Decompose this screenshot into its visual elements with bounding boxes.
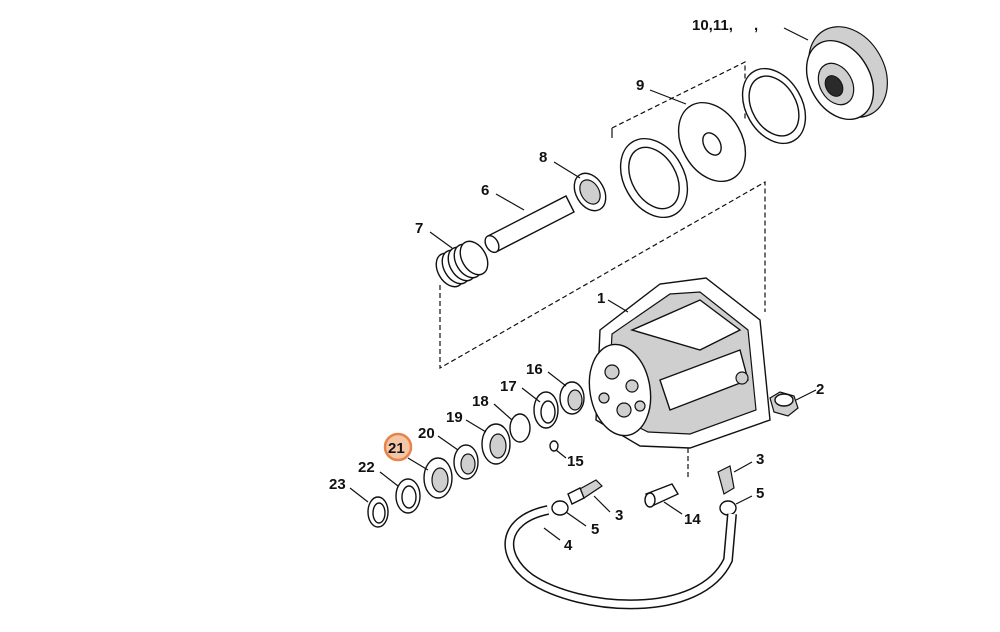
plug-part	[769, 391, 799, 417]
hose-part	[504, 505, 737, 610]
seal-20-part	[453, 444, 479, 480]
label-part-5-left[interactable]: 5	[591, 521, 599, 538]
fitting-14-part	[644, 483, 680, 508]
oring-15-part	[549, 440, 559, 452]
label-part-1[interactable]: 1	[597, 290, 605, 307]
seal-16-part	[559, 381, 585, 415]
washer-set-part	[619, 67, 807, 219]
ring-17-part	[533, 391, 559, 429]
label-part-2[interactable]: 2	[816, 381, 824, 398]
fitting-3b-part	[717, 465, 735, 495]
label-part-20[interactable]: 20	[418, 425, 435, 442]
part-labels: 10,11, , 9 8 6 7 1 2 16 17 18 19 20 21 2…	[329, 17, 824, 554]
clamp-5a-part	[551, 500, 569, 516]
label-part-18[interactable]: 18	[472, 393, 489, 410]
fitting-3a-part	[567, 479, 603, 505]
label-part-17[interactable]: 17	[500, 378, 517, 395]
seal-19-part	[481, 423, 511, 465]
label-part-3-left[interactable]: 3	[615, 507, 623, 524]
label-part-9[interactable]: 9	[636, 77, 644, 94]
pump-housing-part	[588, 277, 771, 449]
label-part-7[interactable]: 7	[415, 220, 423, 237]
label-part-14[interactable]: 14	[684, 511, 701, 528]
label-part-5-right[interactable]: 5	[756, 485, 764, 502]
cage-part	[573, 172, 607, 212]
label-separator: ,	[754, 17, 758, 34]
bearing-housing-part	[805, 26, 888, 121]
label-part-23[interactable]: 23	[329, 476, 346, 493]
label-part-3-right[interactable]: 3	[756, 451, 764, 468]
piston-part	[484, 195, 575, 254]
selected-part-highlight	[383, 432, 413, 462]
label-part-10-11[interactable]: 10,11,	[692, 17, 733, 34]
oring-18-part	[509, 413, 531, 443]
leader-lines	[349, 27, 817, 541]
label-part-15[interactable]: 15	[567, 453, 584, 470]
label-part-6[interactable]: 6	[481, 182, 489, 199]
spring-part	[435, 240, 489, 288]
label-part-16[interactable]: 16	[526, 361, 543, 378]
seal-21-part	[423, 457, 453, 499]
label-part-19[interactable]: 19	[446, 409, 463, 426]
label-part-21[interactable]: 21	[388, 440, 405, 457]
clamp-5b-part	[719, 500, 737, 516]
label-part-4[interactable]: 4	[564, 537, 573, 554]
label-part-8[interactable]: 8	[539, 149, 547, 166]
ring-23-part	[367, 496, 389, 528]
seal-22-part	[395, 478, 421, 514]
label-part-22[interactable]: 22	[358, 459, 375, 476]
